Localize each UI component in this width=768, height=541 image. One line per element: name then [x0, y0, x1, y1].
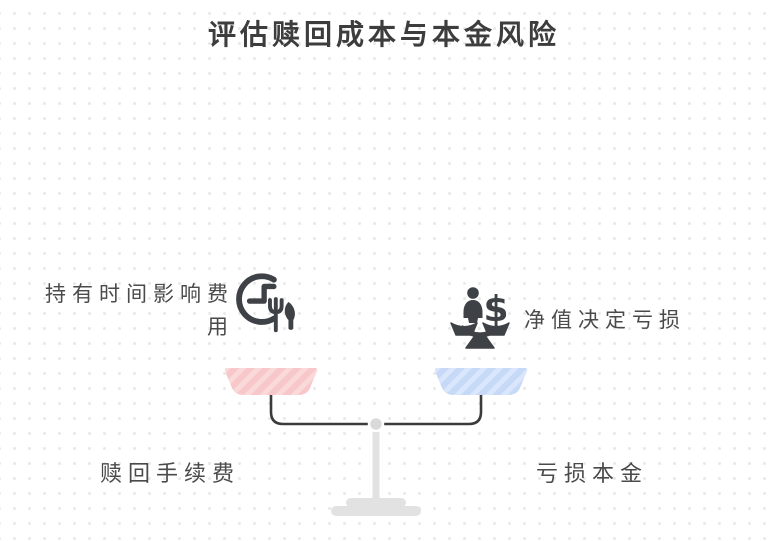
- scale-post: [372, 424, 380, 502]
- left-caption: 赎回手续费: [99, 461, 240, 486]
- balance-left-pan: [450, 322, 478, 336]
- balance-scale-graphic: [224, 368, 528, 516]
- scale-base-bottom: [331, 506, 421, 516]
- scale-base-top: [346, 498, 406, 507]
- person-head: [467, 287, 479, 299]
- knife-blade: [284, 302, 295, 330]
- scale-pivot: [367, 415, 385, 433]
- clock-ring: [236, 273, 277, 325]
- clock-utensils-icon: [236, 273, 295, 333]
- right-factor-label: 净值决定亏损: [524, 308, 686, 332]
- person-body: [463, 300, 483, 323]
- page-title: 评估赎回成本与本金风险: [207, 20, 560, 51]
- left-factor-label: 持有时间影响费用: [45, 282, 234, 339]
- balance-base: [465, 336, 495, 349]
- clock-hands: [246, 283, 277, 304]
- dollar-sign: $: [483, 289, 508, 330]
- right-scale-pan: [434, 368, 528, 395]
- right-caption: 亏损本金: [535, 461, 648, 486]
- person-dollar-balance-icon: $: [450, 287, 510, 349]
- left-scale-pan: [224, 368, 318, 395]
- balance-right-pan: [482, 322, 510, 336]
